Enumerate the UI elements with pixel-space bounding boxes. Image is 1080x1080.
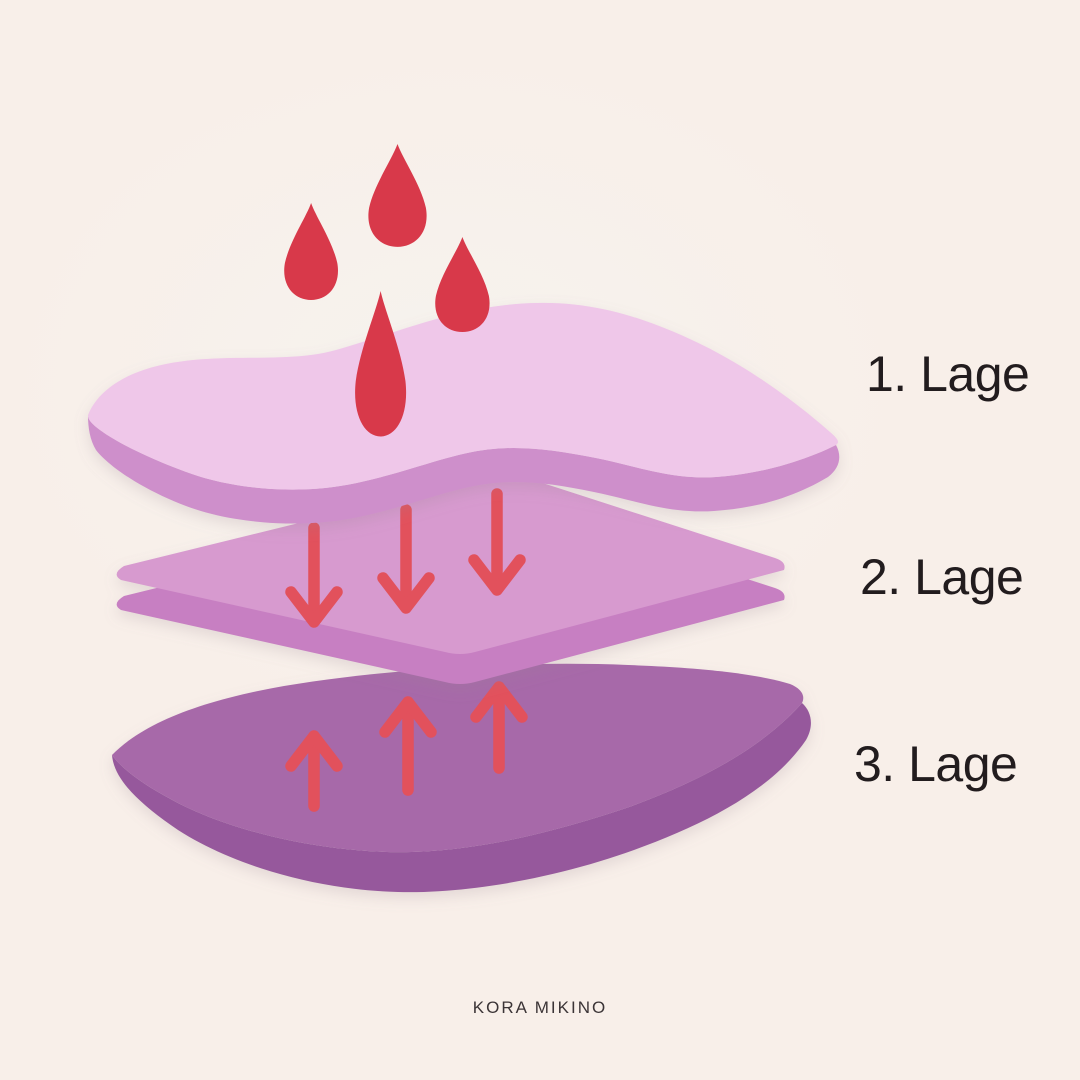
layer-1-side [88, 415, 840, 524]
up-arrows [285, 681, 528, 812]
down-arrow-icon [285, 522, 343, 628]
layer-3-label: 3. Lage [854, 736, 1018, 792]
drop-icon [355, 291, 407, 437]
layer-1-top [88, 302, 838, 490]
layer-3-shape [112, 663, 811, 893]
down-arrow-icon [468, 488, 526, 596]
layer-1-label: 1. Lage [866, 346, 1030, 402]
layer-2-shape [116, 474, 785, 684]
drop-icon [284, 203, 338, 300]
layer-1-shape [88, 302, 840, 524]
blood-drops [284, 144, 490, 437]
down-arrow-icon [377, 504, 435, 614]
layer-2-label: 2. Lage [860, 549, 1024, 605]
down-arrows [285, 488, 526, 628]
up-arrow-icon [470, 681, 528, 774]
up-arrow-icon [285, 730, 343, 812]
brand-name: KORA MIKINO [472, 998, 608, 1017]
layer-2-top [116, 474, 785, 654]
drop-icon [435, 237, 490, 333]
layer-3-top [112, 663, 804, 853]
layer-3-side [112, 703, 811, 893]
up-arrow-icon [379, 696, 437, 796]
drop-icon [368, 144, 427, 247]
